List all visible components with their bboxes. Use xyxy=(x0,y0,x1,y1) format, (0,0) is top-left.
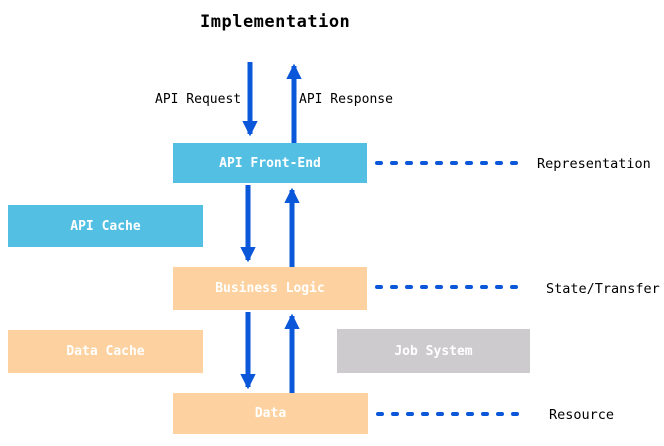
box-data-cache: Data Cache xyxy=(8,330,203,373)
state-transfer-label: State/Transfer xyxy=(546,281,660,297)
resource-label: Resource xyxy=(549,407,615,423)
box-data: Data xyxy=(173,393,368,434)
box-business-logic: Business Logic xyxy=(173,267,367,310)
box-api-cache: API Cache xyxy=(8,205,203,247)
diagram-title: Implementation xyxy=(200,12,351,32)
box-api-front-end: API Front-End xyxy=(173,143,367,183)
api-request-label: API Request xyxy=(155,92,242,107)
api-response-label: API Response xyxy=(299,92,393,107)
representation-label: Representation xyxy=(537,156,651,172)
box-job-system: Job System xyxy=(337,329,530,373)
